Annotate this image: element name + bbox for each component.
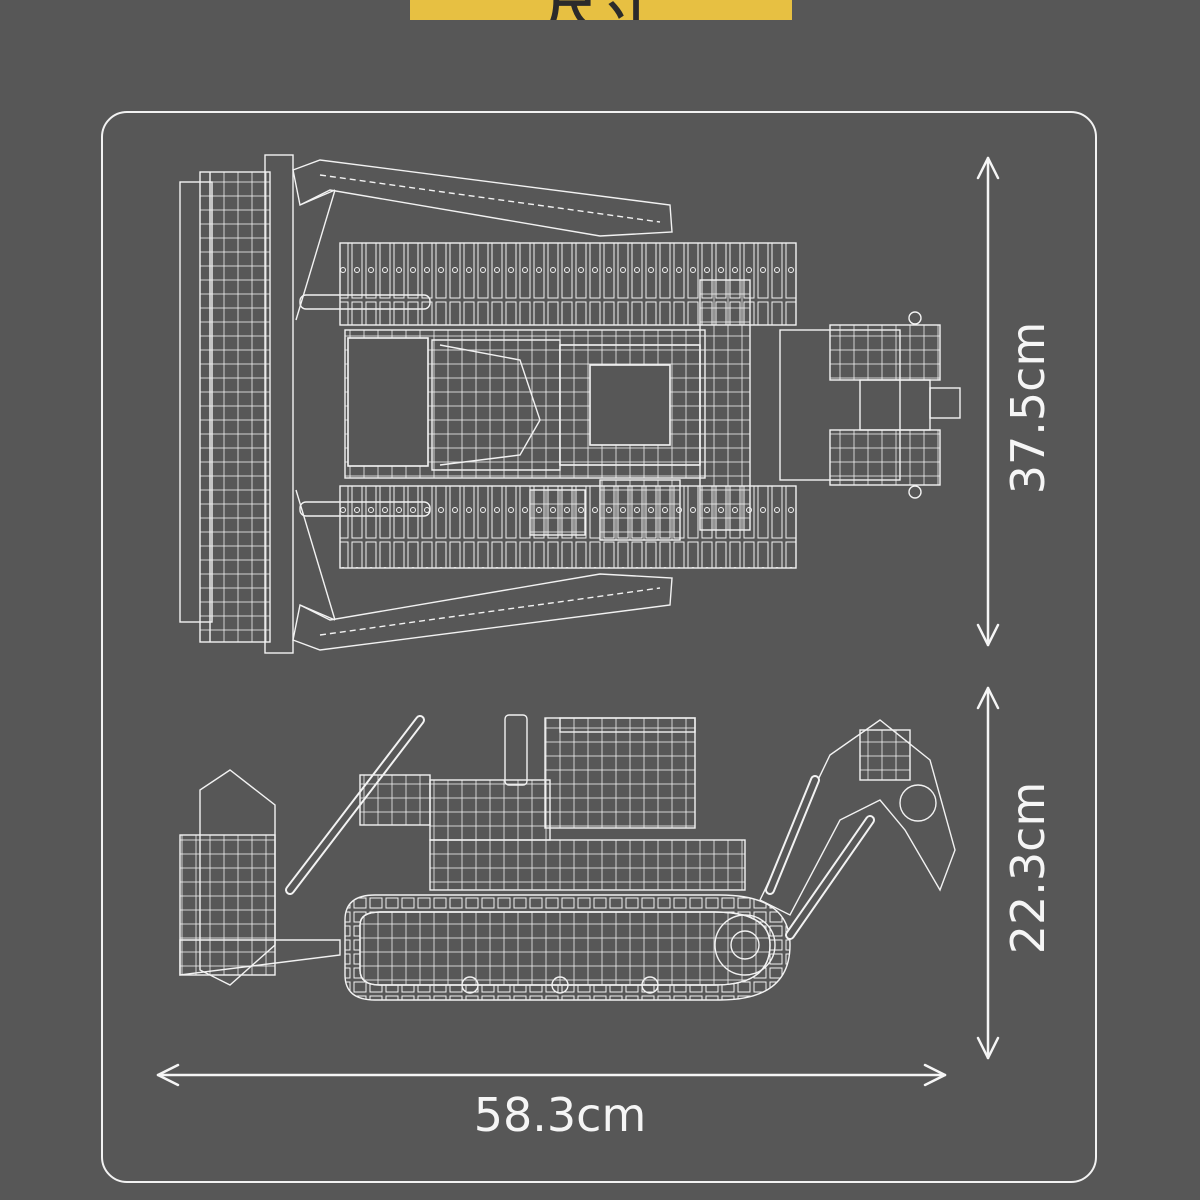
top-height-dimension-label: 37.5cm xyxy=(1001,321,1055,495)
bulldozer-side-view xyxy=(179,714,956,1001)
side-height-dimension-label: 22.3cm xyxy=(1001,781,1055,955)
title-text: 尺寸 xyxy=(410,0,792,20)
bulldozer-top-view xyxy=(179,154,961,654)
title-badge: 尺寸 xyxy=(410,0,792,20)
dimension-frame xyxy=(101,111,1097,1183)
width-arrow xyxy=(156,1063,947,1087)
length-dimension-label: 58.3cm xyxy=(473,1088,647,1142)
height-arrow-side xyxy=(976,686,1000,1060)
height-arrow-top xyxy=(976,156,1000,647)
